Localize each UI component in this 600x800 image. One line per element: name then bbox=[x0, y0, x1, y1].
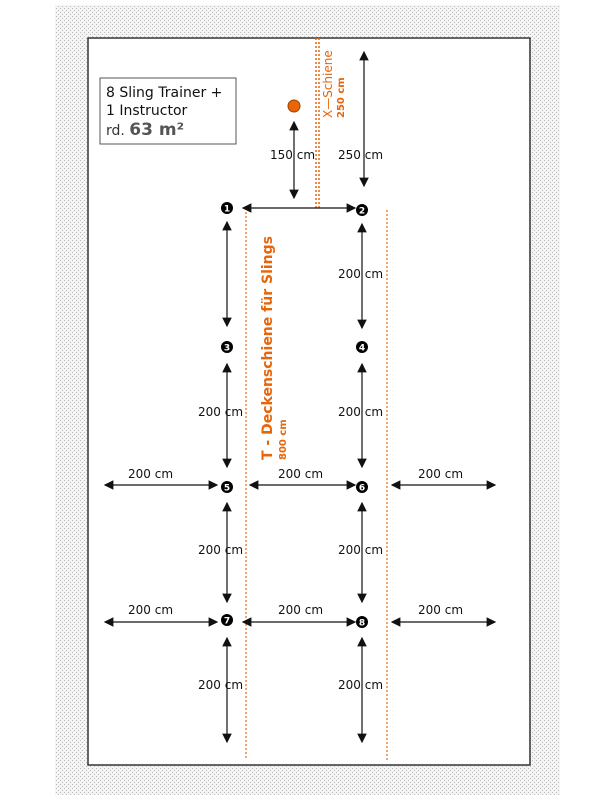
t-rail-length: 800 cm bbox=[278, 419, 289, 460]
station-marker bbox=[221, 614, 233, 626]
station-marker bbox=[356, 481, 368, 493]
sling-station-4: 4 bbox=[356, 341, 368, 354]
station-number: 8 bbox=[359, 619, 365, 629]
station-number: 1 bbox=[224, 205, 230, 215]
x-rail-label: X—Schiene bbox=[321, 50, 335, 118]
station-marker bbox=[221, 481, 233, 493]
info-box bbox=[99, 77, 237, 145]
sling-station-7: 7 bbox=[221, 614, 233, 627]
dimension-label-col1-5-7: 200 cm bbox=[198, 543, 243, 557]
station-number: 4 bbox=[359, 344, 365, 354]
station-number: 3 bbox=[224, 344, 230, 354]
dimension-label-col1-bottom: 200 cm bbox=[198, 678, 243, 692]
sling-station-5: 5 bbox=[221, 481, 233, 494]
info-line-3: rd. 63 m² bbox=[106, 120, 184, 140]
station-marker bbox=[356, 616, 368, 628]
sling-station-3: 3 bbox=[221, 341, 233, 354]
sling-station-6: 6 bbox=[356, 481, 368, 494]
dimension-label-instructor-to-row1: 150 cm bbox=[270, 148, 315, 162]
dimension-label-row7-right: 200 cm bbox=[418, 603, 463, 617]
sling-station-2: 2 bbox=[356, 204, 368, 217]
t-rail-label: T - Deckenschiene für Slings bbox=[260, 236, 276, 460]
dimension-label-col2-bottom: 200 cm bbox=[338, 678, 383, 692]
dimension-label-row5-left: 200 cm bbox=[128, 467, 173, 481]
dimension-label-wall-to-row1: 250 cm bbox=[338, 148, 383, 162]
dimension-label-col2-3-5: 200 cm bbox=[338, 405, 383, 419]
dimension-label-col2-5-7: 200 cm bbox=[338, 543, 383, 557]
room-floor bbox=[87, 37, 531, 766]
station-marker bbox=[356, 204, 368, 216]
dimension-label-row5-mid: 200 cm bbox=[278, 467, 323, 481]
dimension-label-row7-left: 200 cm bbox=[128, 603, 173, 617]
x-rail-length: 250 cm bbox=[336, 77, 347, 118]
dimension-label-row7-mid: 200 cm bbox=[278, 603, 323, 617]
dimension-label-col2-1-3: 200 cm bbox=[338, 267, 383, 281]
dimension-label-row5-right: 200 cm bbox=[418, 467, 463, 481]
sling-station-1: 1 bbox=[221, 202, 233, 215]
station-marker bbox=[221, 341, 233, 353]
station-number: 2 bbox=[359, 207, 365, 217]
station-marker bbox=[221, 202, 233, 214]
station-number: 7 bbox=[224, 617, 230, 627]
info-line-1: 8 Sling Trainer + bbox=[106, 85, 222, 101]
instructor-marker bbox=[287, 99, 301, 113]
station-number: 6 bbox=[359, 484, 365, 494]
info-line-2: 1 Instructor bbox=[106, 103, 188, 119]
dimension-label-col1-3-5: 200 cm bbox=[198, 405, 243, 419]
sling-station-8: 8 bbox=[356, 616, 368, 629]
station-marker bbox=[356, 341, 368, 353]
station-number: 5 bbox=[224, 484, 230, 494]
